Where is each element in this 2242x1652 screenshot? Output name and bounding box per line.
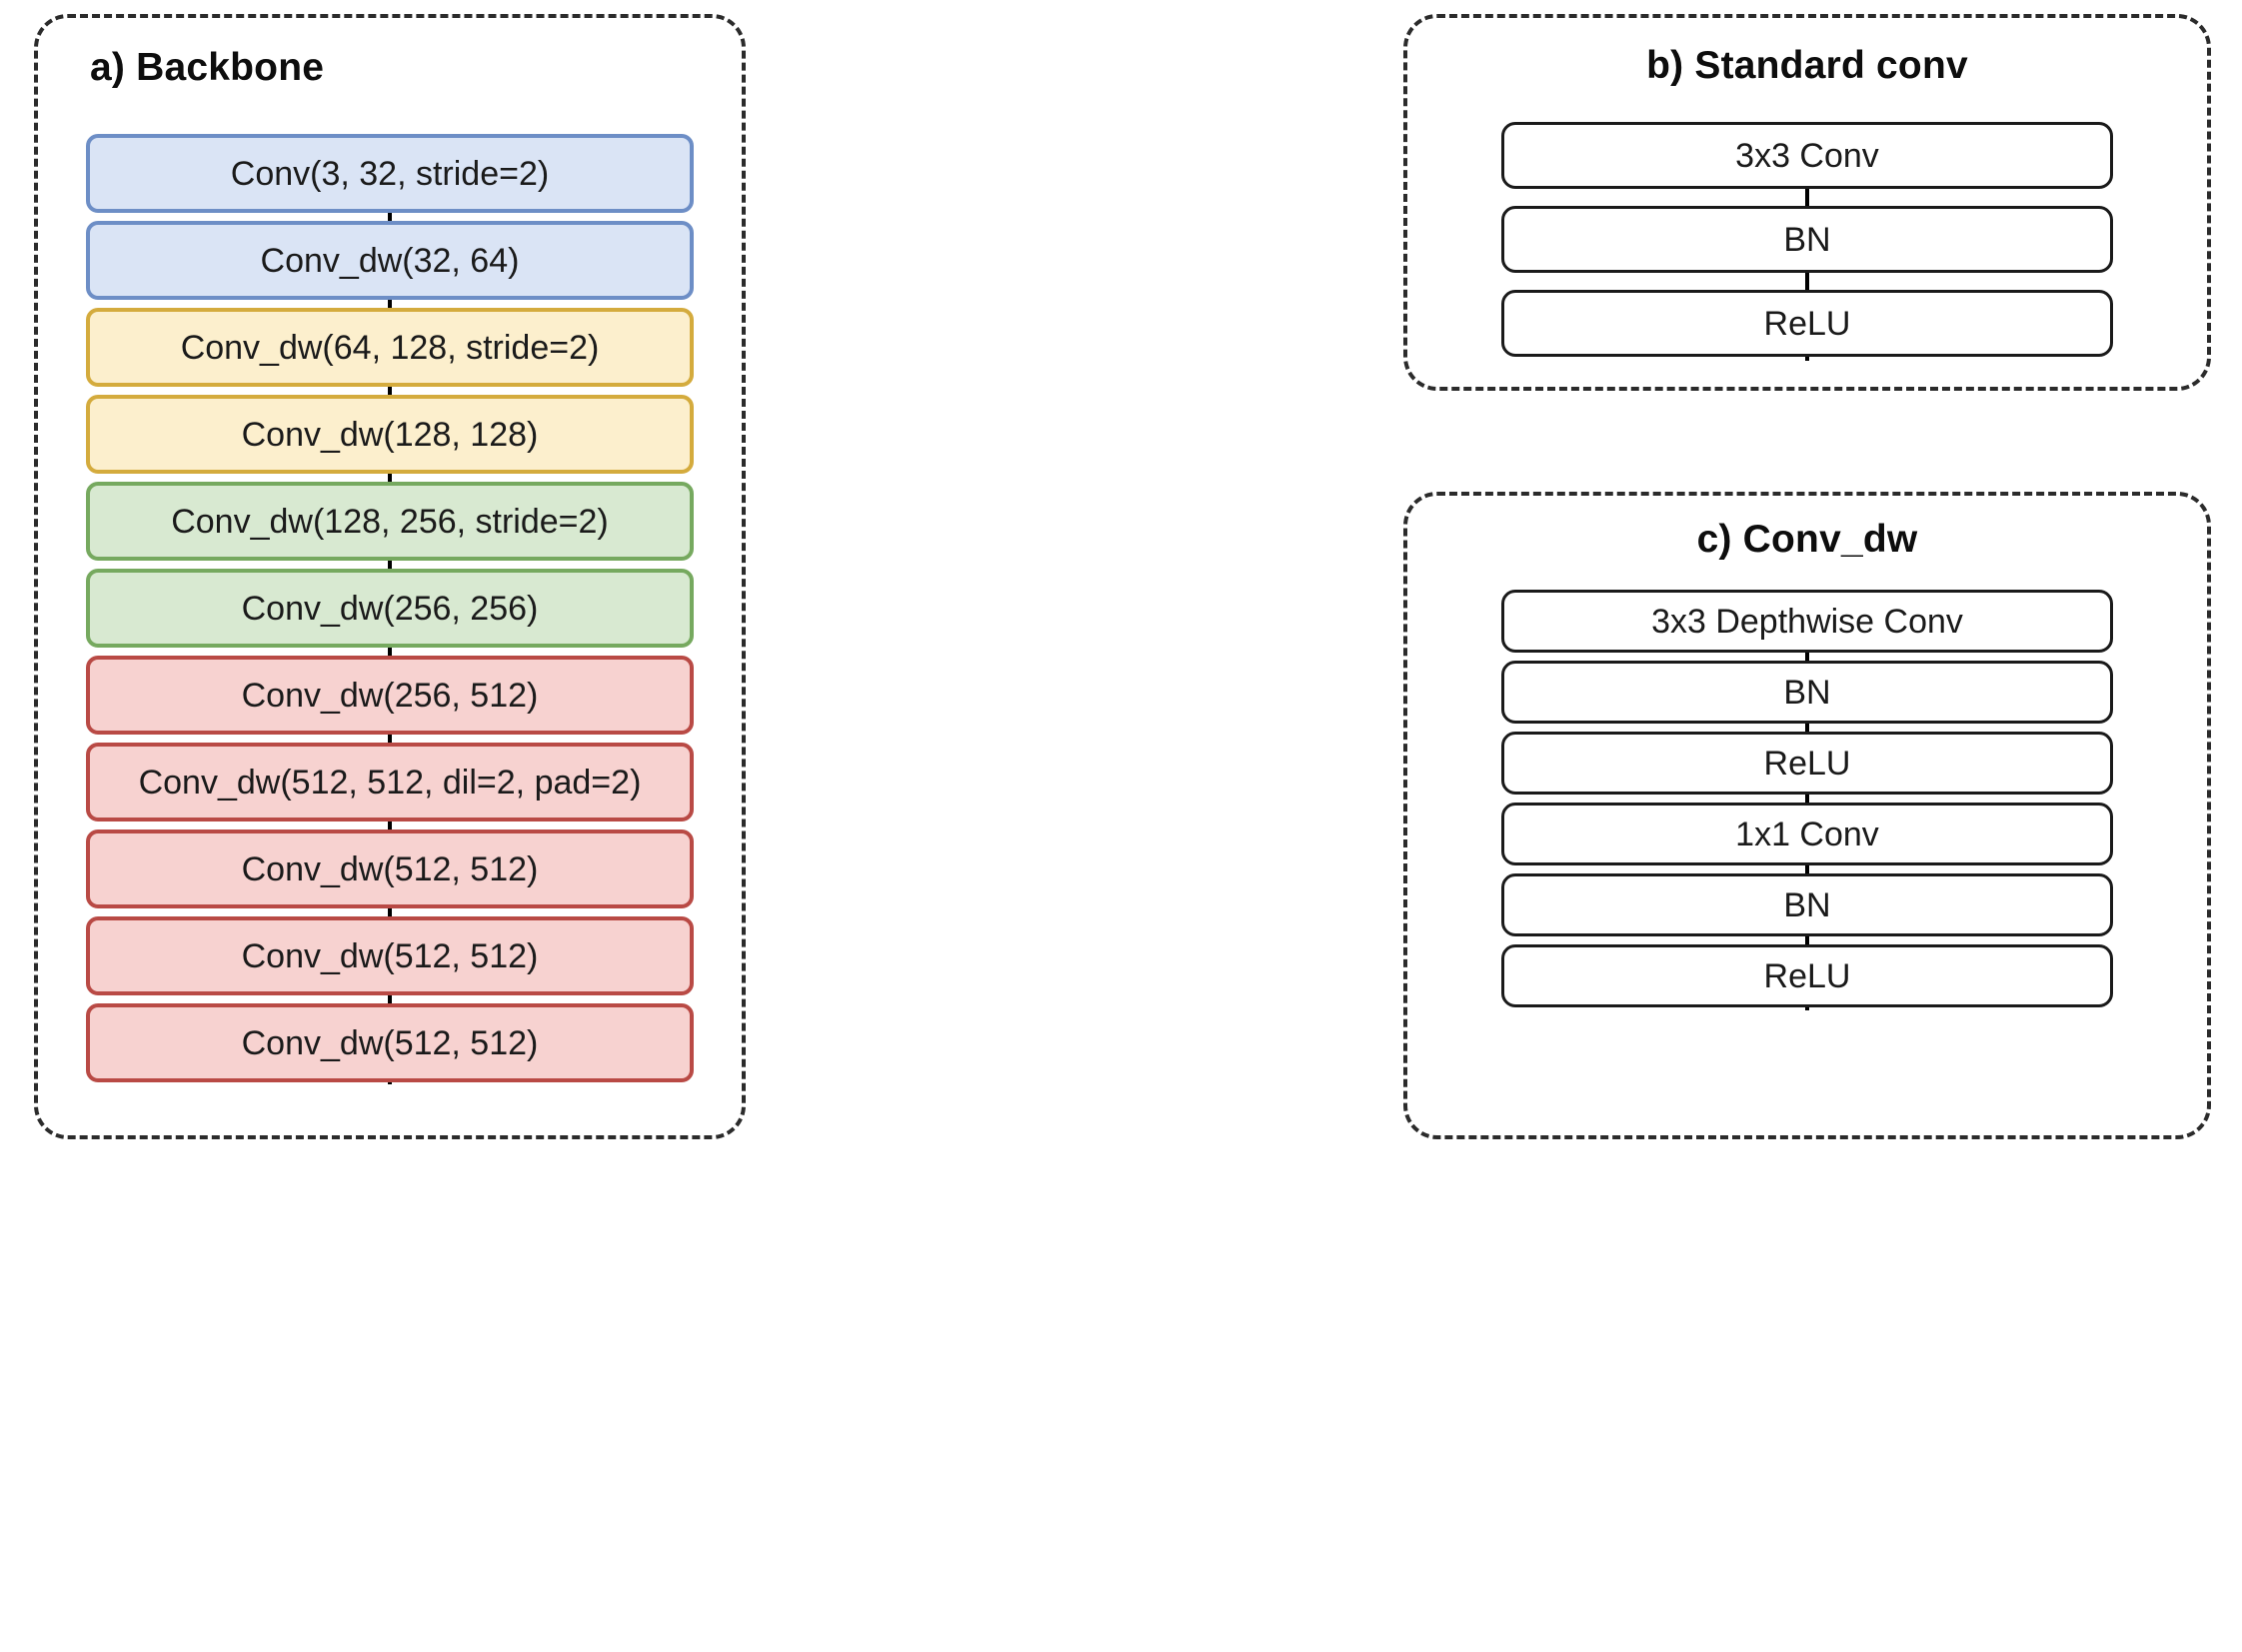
conv-dw-row: ReLU — [1501, 930, 2113, 1010]
backbone-block-convdw-256-512[interactable]: Conv_dw(256, 512) — [86, 656, 694, 735]
conv-dw-block-bn-1[interactable]: BN — [1501, 661, 2113, 724]
standard-conv-row: BN — [1501, 187, 2113, 277]
conv-dw-block-1x1-conv[interactable]: 1x1 Conv — [1501, 803, 2113, 865]
backbone-block-convdw-256-256[interactable]: Conv_dw(256, 256) — [86, 569, 694, 648]
backbone-block-convdw-512-512-dilated[interactable]: Conv_dw(512, 512, dil=2, pad=2) — [86, 743, 694, 822]
conv-dw-block-stack: 3x3 Depthwise Conv BN ReLU 1x1 Conv BN R… — [1501, 590, 2113, 1010]
standard-conv-block-bn[interactable]: BN — [1501, 206, 2113, 273]
backbone-block-convdw-32-64[interactable]: Conv_dw(32, 64) — [86, 221, 694, 300]
backbone-block-convdw-512-512-a[interactable]: Conv_dw(512, 512) — [86, 829, 694, 908]
panel-standard-conv-title: b) Standard conv — [1646, 44, 1968, 87]
backbone-row: Conv_dw(512, 512, dil=2, pad=2) — [86, 734, 694, 824]
backbone-block-convdw-512-512-b[interactable]: Conv_dw(512, 512) — [86, 916, 694, 995]
backbone-row: Conv_dw(256, 512) — [86, 647, 694, 737]
conv-dw-block-3x3-depthwise-conv[interactable]: 3x3 Depthwise Conv — [1501, 590, 2113, 653]
backbone-row: Conv(3, 32, stride=2) — [86, 134, 694, 213]
standard-conv-row: 3x3 Conv — [1501, 122, 2113, 189]
panel-backbone-title: a) Backbone — [90, 46, 325, 89]
conv-dw-row: 3x3 Depthwise Conv — [1501, 590, 2113, 653]
conv-dw-row: BN — [1501, 647, 2113, 727]
backbone-row: Conv_dw(512, 512) — [86, 994, 694, 1084]
backbone-row: Conv_dw(64, 128, stride=2) — [86, 299, 694, 389]
conv-dw-row: ReLU — [1501, 718, 2113, 798]
standard-conv-block-relu[interactable]: ReLU — [1501, 290, 2113, 357]
backbone-block-convdw-512-512-c[interactable]: Conv_dw(512, 512) — [86, 1003, 694, 1082]
standard-conv-block-3x3-conv[interactable]: 3x3 Conv — [1501, 122, 2113, 189]
backbone-block-stack: Conv(3, 32, stride=2) Conv_dw(32, 64) Co… — [86, 134, 694, 1084]
backbone-row: Conv_dw(512, 512) — [86, 821, 694, 910]
backbone-row: Conv_dw(128, 256, stride=2) — [86, 473, 694, 563]
backbone-row: Conv_dw(128, 128) — [86, 386, 694, 476]
panel-backbone: a) Backbone Conv(3, 32, stride=2) Conv_d… — [34, 14, 746, 1139]
panel-conv-dw-title: c) Conv_dw — [1696, 518, 1918, 561]
backbone-block-convdw-128-256[interactable]: Conv_dw(128, 256, stride=2) — [86, 482, 694, 561]
standard-conv-block-stack: 3x3 Conv BN ReLU — [1501, 122, 2113, 361]
standard-conv-row: ReLU — [1501, 271, 2113, 361]
backbone-block-conv-3-32[interactable]: Conv(3, 32, stride=2) — [86, 134, 694, 213]
backbone-row: Conv_dw(512, 512) — [86, 907, 694, 997]
conv-dw-row: 1x1 Conv — [1501, 789, 2113, 868]
backbone-block-convdw-128-128[interactable]: Conv_dw(128, 128) — [86, 395, 694, 474]
backbone-row: Conv_dw(256, 256) — [86, 560, 694, 650]
conv-dw-block-bn-2[interactable]: BN — [1501, 873, 2113, 936]
backbone-block-convdw-64-128[interactable]: Conv_dw(64, 128, stride=2) — [86, 308, 694, 387]
conv-dw-row: BN — [1501, 859, 2113, 939]
conv-dw-block-relu-2[interactable]: ReLU — [1501, 944, 2113, 1007]
backbone-row: Conv_dw(32, 64) — [86, 212, 694, 302]
conv-dw-block-relu-1[interactable]: ReLU — [1501, 732, 2113, 795]
